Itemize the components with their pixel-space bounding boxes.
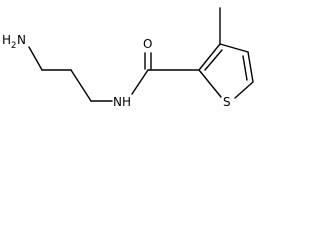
amide-nh-label: NH xyxy=(113,95,131,109)
bond-c3-c4 xyxy=(219,43,249,53)
bond-s-c2 xyxy=(198,69,222,98)
amine-h-label: H xyxy=(2,33,11,47)
structure-canvas: H 2 N O NH S xyxy=(0,0,267,116)
molecule-structure: H 2 N O NH S xyxy=(2,7,254,109)
amine-subscript: 2 xyxy=(11,41,16,51)
bond-c4-c5 xyxy=(247,51,254,83)
bond-c2-c3ring-inner xyxy=(204,49,223,71)
carbonyl-oxygen-label: O xyxy=(143,37,152,51)
bond-c5-s xyxy=(234,81,254,99)
amine-n-label: N xyxy=(17,33,26,47)
ring-sulfur-label: S xyxy=(223,95,231,109)
bond-nh-carbonyl xyxy=(131,69,149,95)
bond-n-c1 xyxy=(28,46,43,71)
bond-c2-c3 xyxy=(70,69,92,102)
bond-c4-c5-inner xyxy=(242,55,248,81)
atom-labels: H 2 N O NH S xyxy=(2,33,231,109)
bonds xyxy=(28,7,254,102)
bond-c2-c3ring xyxy=(198,43,221,71)
